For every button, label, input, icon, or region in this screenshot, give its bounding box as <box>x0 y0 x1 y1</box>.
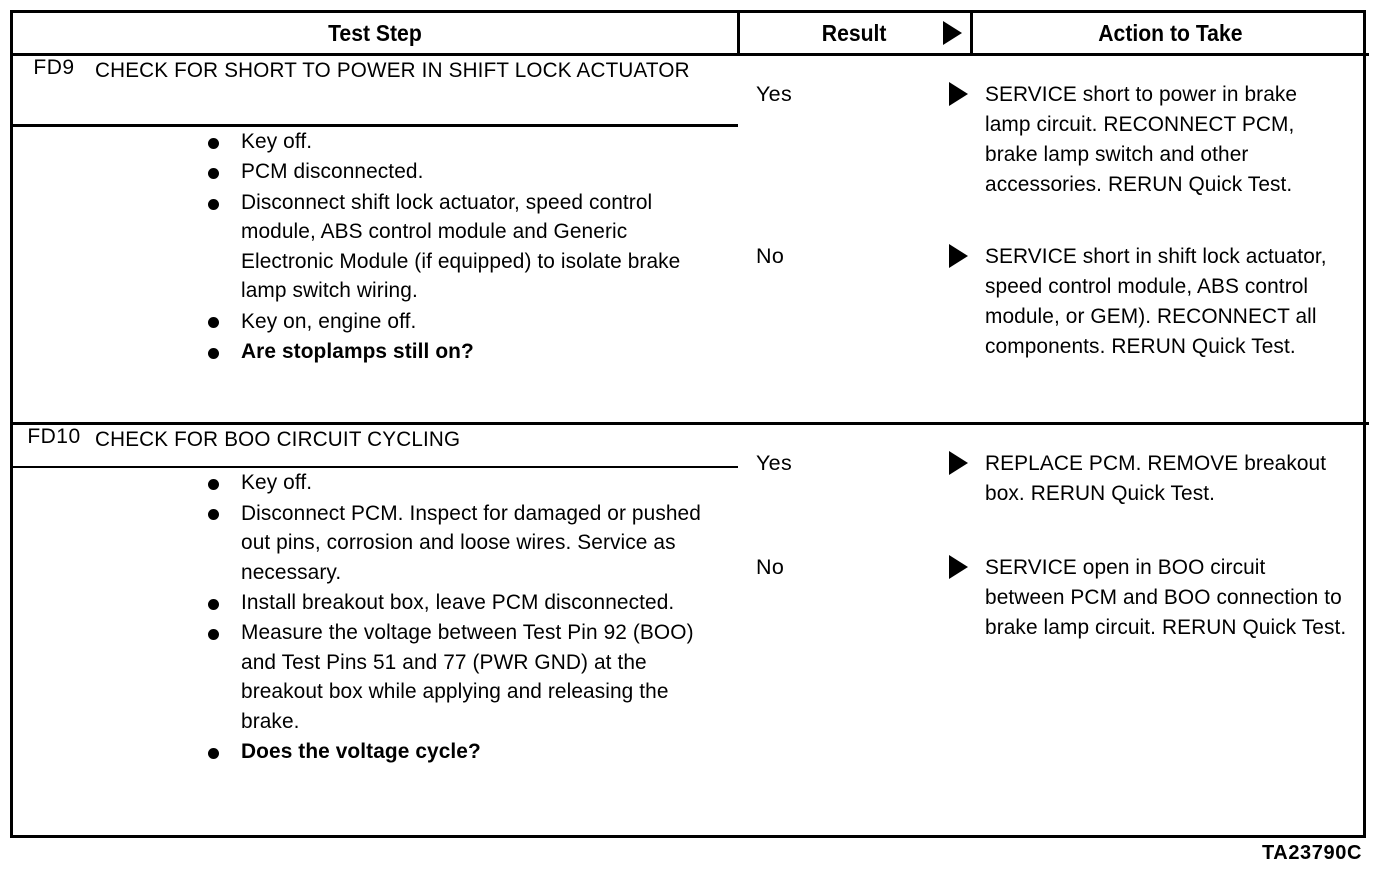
pinpoint-test-table: Test Step Result Action to Take FD9 CHEC… <box>13 13 1370 835</box>
header-cell-test-step: Test Step <box>13 13 739 56</box>
table-row-fd10-steps: Key off. Disconnect PCM. Inspect for dam… <box>13 467 1369 835</box>
step-text: Install breakout box, leave PCM disconne… <box>241 589 675 614</box>
table-row-fd10-title: FD10 CHECK FOR BOO CIRCUIT CYCLING Yes N… <box>13 423 1369 639</box>
triangle-right-icon <box>949 244 969 268</box>
step-title-fd9: CHECK FOR SHORT TO POWER IN SHIFT LOCK A… <box>95 58 690 82</box>
step-title-fd9-cell: CHECK FOR SHORT TO POWER IN SHIFT LOCK A… <box>95 54 739 127</box>
step-text: Are stoplamps still on? <box>241 339 474 364</box>
bullet-dot-icon <box>208 598 219 610</box>
list-item: Key off. <box>95 127 738 156</box>
list-item: Disconnect PCM. Inspect for damaged or p… <box>95 499 738 587</box>
step-text: Key off. <box>241 129 313 153</box>
bullet-dot-icon <box>208 629 219 641</box>
result-label-fd9-no: No <box>756 244 785 268</box>
list-item: Are stoplamps still on? <box>95 337 738 366</box>
action-text-fd10-yes: REPLACE PCM. REMOVE breakout box. RERUN … <box>985 451 1327 506</box>
list-item: Does the voltage cycle? <box>95 737 738 766</box>
action-text-fd10-no-wrap: SERVICE open in BOO circuit between PCM … <box>985 552 1359 642</box>
list-item: PCM disconnected. <box>95 157 738 186</box>
list-item: Key off. <box>95 468 738 497</box>
diagnostic-table-frame: Test Step Result Action to Take FD9 CHEC… <box>10 10 1370 838</box>
bullet-dot-icon <box>208 347 219 359</box>
table-row-fd9-steps: Key off. PCM disconnected. Disconnect sh… <box>13 125 1369 426</box>
list-item: Disconnect shift lock actuator, speed co… <box>95 188 738 306</box>
step-text: Disconnect shift lock actuator, speed co… <box>241 189 681 303</box>
action-text-fd9-no-wrap: SERVICE short in shift lock actuator, sp… <box>985 241 1359 361</box>
step-text: Measure the voltage between Test Pin 92 … <box>241 620 694 733</box>
header-cell-result: Result <box>736 13 972 56</box>
result-label-fd10-no: No <box>756 555 785 580</box>
header-cell-action: Action to Take <box>969 13 1370 56</box>
triangle-right-icon <box>942 21 962 45</box>
action-cell-fd9: SERVICE short to power in brake lamp cir… <box>971 54 1370 426</box>
result-cell-fd9: Yes No <box>738 54 972 426</box>
step-list-fd9: Key off. PCM disconnected. Disconnect sh… <box>95 127 738 367</box>
step-title-fd10: CHECK FOR BOO CIRCUIT CYCLING <box>95 427 461 452</box>
header-label-result: Result <box>822 19 887 46</box>
triangle-right-icon <box>949 451 969 476</box>
action-text-fd9-yes: SERVICE short to power in brake lamp cir… <box>985 82 1298 197</box>
action-text-fd9-yes-wrap: SERVICE short to power in brake lamp cir… <box>985 79 1359 199</box>
bullet-dot-icon <box>208 478 219 490</box>
list-item: Key on, engine off. <box>95 307 738 336</box>
result-branch-fd10-yes[interactable]: Yes <box>756 450 971 476</box>
step-code-fd10: FD10 <box>13 423 95 469</box>
step-title-fd10-cell: CHECK FOR BOO CIRCUIT CYCLING <box>95 423 739 469</box>
step-text: PCM disconnected. <box>241 159 424 184</box>
bullet-dot-icon <box>208 317 219 329</box>
action-cell-fd10: REPLACE PCM. REMOVE breakout box. RERUN … <box>971 424 1369 835</box>
bullet-dot-icon <box>208 509 219 521</box>
result-cell-fd10: Yes No <box>738 424 971 835</box>
step-text: Key on, engine off. <box>241 308 417 333</box>
table-row-fd9-title: FD9 CHECK FOR SHORT TO POWER IN SHIFT LO… <box>13 54 1370 426</box>
bullet-dot-icon <box>208 198 219 210</box>
list-item: Install breakout box, leave PCM disconne… <box>95 588 738 617</box>
bullet-dot-icon <box>208 168 219 180</box>
action-text-fd10-no: SERVICE open in BOO circuit between PCM … <box>985 555 1347 640</box>
header-label-action: Action to Take <box>1098 19 1243 46</box>
result-label-fd10-yes: Yes <box>756 451 792 476</box>
step-text: Does the voltage cycle? <box>241 739 481 764</box>
table-header-row: Test Step Result Action to Take <box>13 13 1370 56</box>
result-label-fd9-yes: Yes <box>756 82 792 106</box>
step-list-cell-fd9: Key off. PCM disconnected. Disconnect sh… <box>95 125 739 426</box>
list-item: Measure the voltage between Test Pin 92 … <box>95 618 738 736</box>
step-list-fd10: Key off. Disconnect PCM. Inspect for dam… <box>95 468 738 767</box>
bullet-dot-icon <box>208 748 219 759</box>
result-branch-fd9-yes[interactable]: Yes <box>756 81 971 107</box>
step-text: Key off. <box>241 470 313 495</box>
step-text: Disconnect PCM. Inspect for damaged or p… <box>241 500 701 584</box>
triangle-right-icon <box>949 82 969 106</box>
bullet-dot-icon <box>208 137 219 149</box>
step-list-cell-fd10: Key off. Disconnect PCM. Inspect for dam… <box>95 467 738 835</box>
action-text-fd9-no: SERVICE short in shift lock actuator, sp… <box>985 244 1327 359</box>
header-label-test-step: Test Step <box>327 19 422 46</box>
result-branch-fd10-no[interactable]: No <box>756 554 971 580</box>
step-code-fd9: FD9 <box>13 54 95 127</box>
step-code-spacer-fd9 <box>13 125 95 426</box>
triangle-right-icon <box>949 555 969 580</box>
action-text-fd10-yes-wrap: REPLACE PCM. REMOVE breakout box. RERUN … <box>985 448 1359 508</box>
step-code-spacer-fd10 <box>13 467 95 835</box>
result-branch-fd9-no[interactable]: No <box>756 243 971 269</box>
figure-reference-code: TA23790C <box>1261 842 1362 864</box>
